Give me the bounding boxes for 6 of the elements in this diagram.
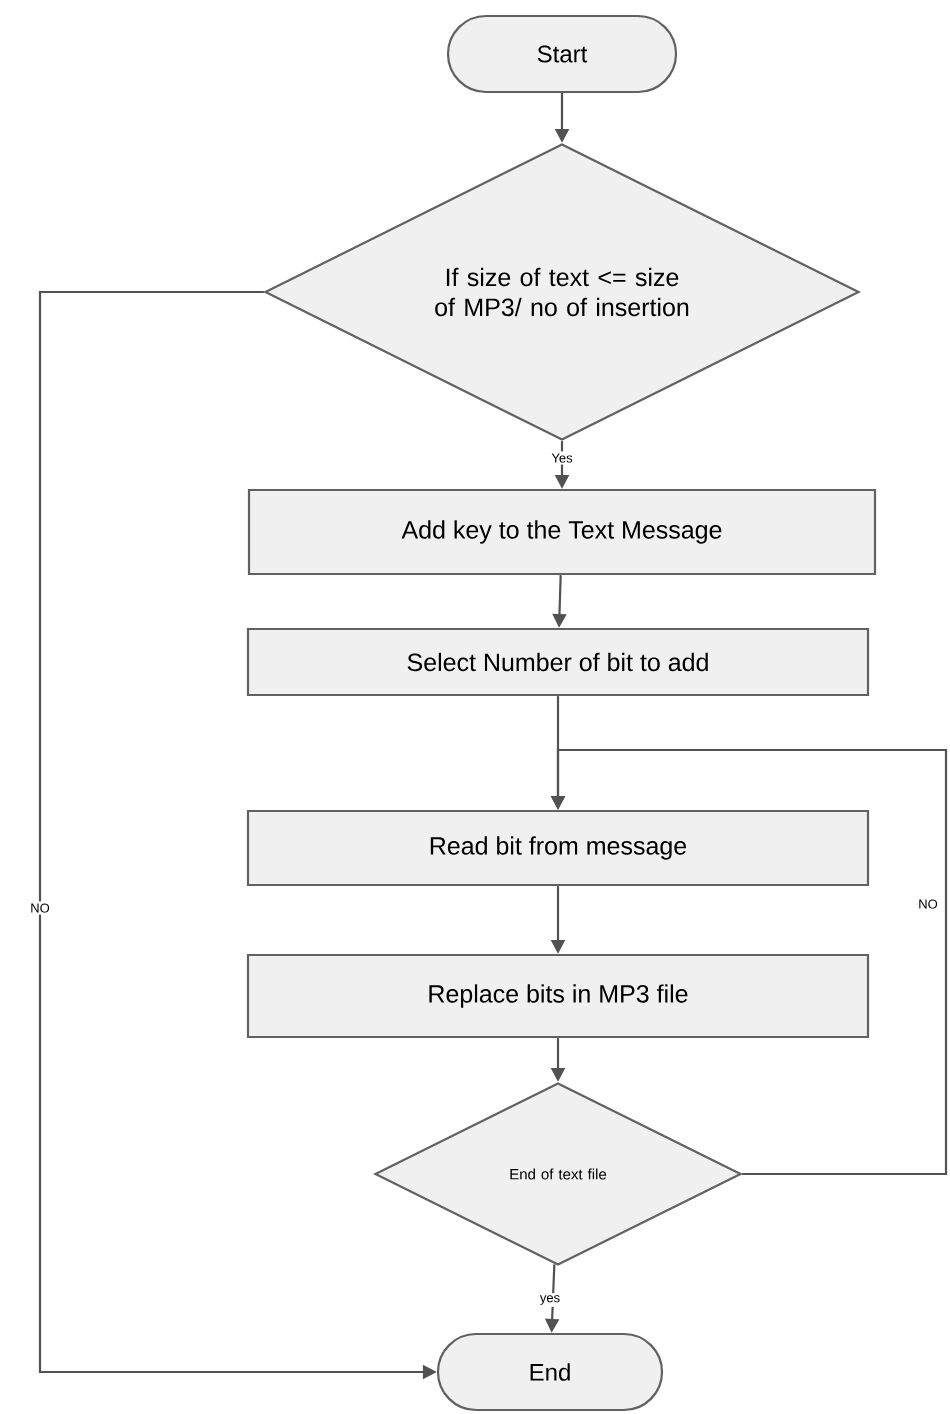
terminal-box: End — [436, 1332, 664, 1412]
process-box: Replace bits in MP3 file — [246, 953, 870, 1039]
process-box: Read bit from message — [246, 809, 870, 887]
terminal-box: Start — [446, 14, 678, 94]
process-box: Add key to the Text Message — [247, 488, 877, 576]
process-box: Select Number of bit to add — [246, 627, 870, 697]
